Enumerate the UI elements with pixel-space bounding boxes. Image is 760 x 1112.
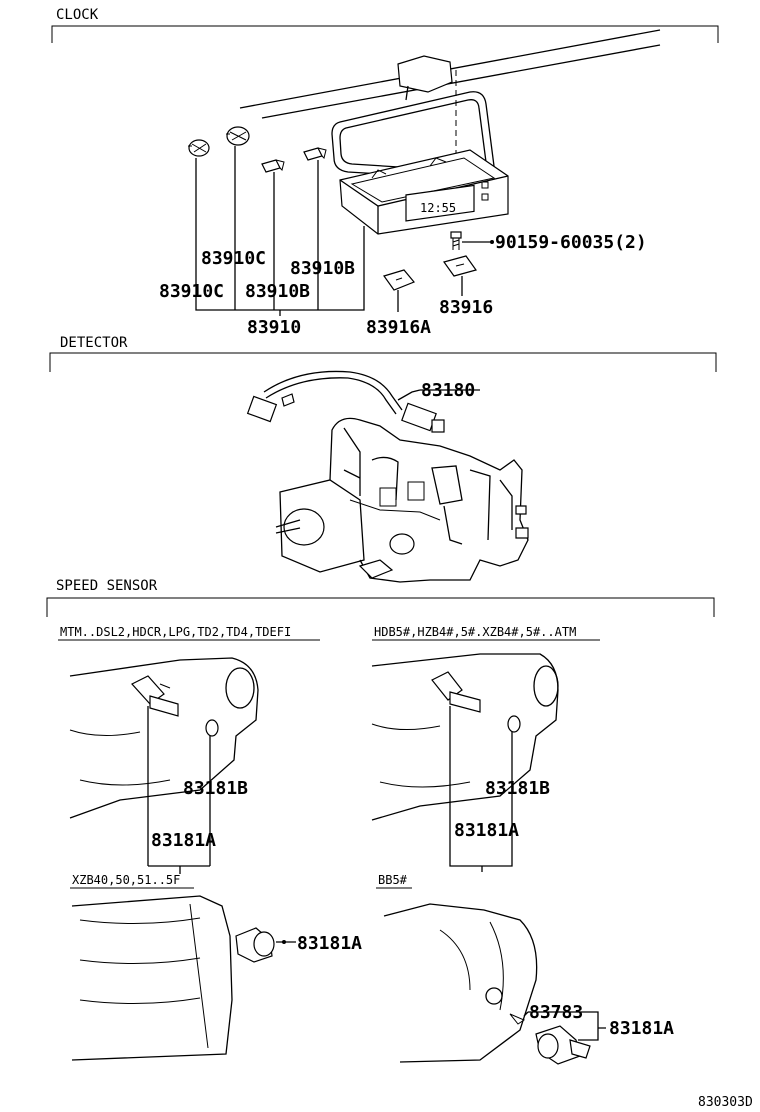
clock-display-readout: 12:55 bbox=[420, 201, 456, 215]
v3-label-83181A: 83181A bbox=[297, 933, 362, 954]
v1-label-83181A: 83181A bbox=[151, 830, 216, 851]
label-screw-90159: 90159-60035(2) bbox=[495, 232, 647, 253]
bulb-socket-83910C-left bbox=[188, 139, 210, 157]
label-83910B-upper: 83910B bbox=[290, 258, 355, 279]
label-83916: 83916 bbox=[439, 297, 493, 318]
label-83910: 83910 bbox=[247, 317, 301, 338]
clock-section: CLOCK 12:55 bbox=[51, 7, 719, 338]
v2-label-83181B: 83181B bbox=[485, 778, 550, 799]
clock-section-bracket bbox=[51, 25, 719, 43]
v1-label-83181B: 83181B bbox=[183, 778, 248, 799]
clock-section-title: CLOCK bbox=[56, 7, 99, 23]
detector-section: DETECTOR bbox=[49, 335, 717, 583]
clock-leader-lines bbox=[195, 146, 365, 316]
bulb-socket-83910C-right bbox=[226, 126, 250, 146]
label-83180: 83180 bbox=[421, 380, 475, 401]
bulb-83910B-left bbox=[261, 159, 285, 173]
v4-label-83783: 83783 bbox=[529, 1002, 583, 1023]
detector-sensor-83180 bbox=[246, 370, 480, 433]
v2-label-83181A: 83181A bbox=[454, 820, 519, 841]
diagram-reference-code: 830303D bbox=[698, 1095, 753, 1110]
mirror-mount-illustration bbox=[397, 55, 457, 164]
speed-sensor-section-bracket bbox=[46, 597, 715, 617]
speed-sensor-variant-2: HDB5#,HZB4#,5#.XZB4#,5#..ATM 83181B 8318… bbox=[371, 625, 600, 872]
speed-sensor-variant-3: XZB40,50,51..5F 83181A bbox=[70, 873, 362, 1061]
label-83910C-upper: 83910C bbox=[201, 248, 266, 269]
label-83916A: 83916A bbox=[366, 317, 431, 338]
variant-2-label: HDB5#,HZB4#,5#.XZB4#,5#..ATM bbox=[374, 625, 576, 639]
detector-section-bracket bbox=[49, 352, 717, 372]
pad-83916A bbox=[383, 269, 415, 312]
speed-sensor-section-title: SPEED SENSOR bbox=[56, 578, 158, 594]
bulb-83910B-right bbox=[303, 147, 327, 161]
pad-83916 bbox=[443, 255, 477, 296]
label-83910C-lower: 83910C bbox=[159, 281, 224, 302]
speed-sensor-variant-1: MTM..DSL2,HDCR,LPG,TD2,TD4,TDEFI 83181B … bbox=[58, 625, 320, 874]
variant-3-label: XZB40,50,51..5F bbox=[72, 873, 180, 887]
screw-90159 bbox=[450, 231, 494, 250]
speed-sensor-variant-4: BB5# 83783 83181A bbox=[376, 873, 674, 1065]
variant-1-label: MTM..DSL2,HDCR,LPG,TD2,TD4,TDEFI bbox=[60, 625, 291, 639]
injection-pump-illustration bbox=[275, 417, 529, 583]
label-83910B-lower: 83910B bbox=[245, 281, 310, 302]
speed-sensor-section: SPEED SENSOR MTM..DSL2,HDCR,LPG,TD2,TD4,… bbox=[46, 578, 715, 1065]
v4-label-83181A: 83181A bbox=[609, 1018, 674, 1039]
clock-housing: 12:55 bbox=[339, 149, 509, 235]
detector-section-title: DETECTOR bbox=[60, 335, 128, 351]
variant-4-label: BB5# bbox=[378, 873, 408, 887]
